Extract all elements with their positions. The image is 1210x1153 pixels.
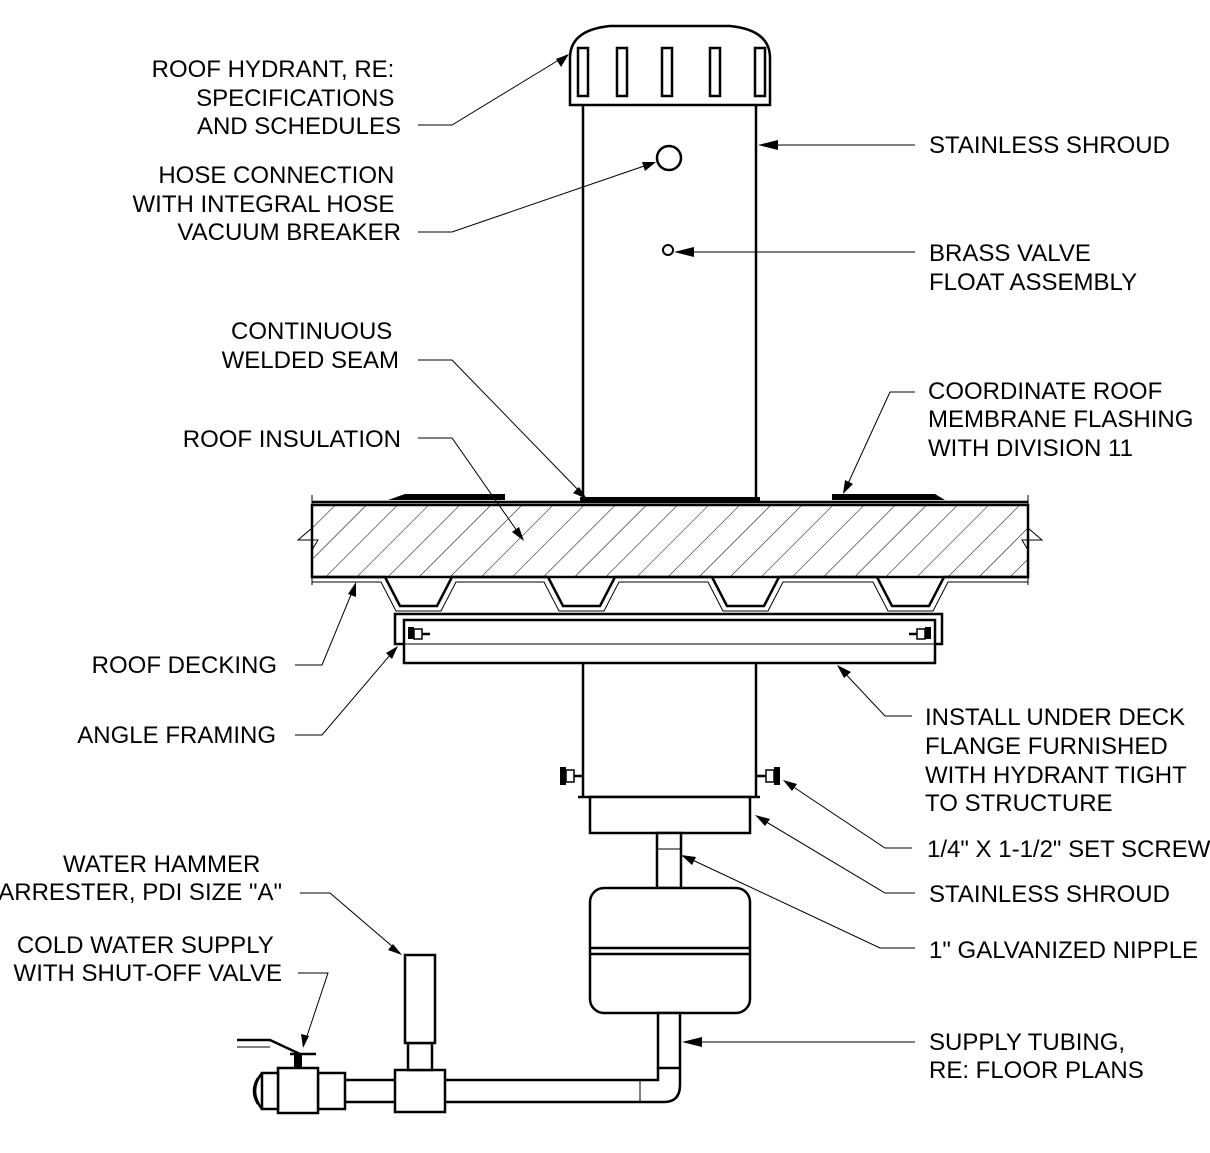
label-supply-tubing: SUPPLY TUBING, RE: FLOOR PLANS [929, 1029, 1144, 1084]
label-set-screw: 1/4" X 1-1/2" SET SCREW [927, 836, 1210, 863]
leader-lines [295, 54, 915, 1048]
label-stainless-shroud-bottom: STAINLESS SHROUD [929, 881, 1170, 908]
label-roof-insulation: ROOF INSULATION [183, 426, 401, 453]
hydrant-lower-body [560, 663, 780, 1015]
shut-off-valve-icon [237, 1038, 347, 1115]
label-roof-hydrant: ROOF HYDRANT, RE: SPECIFICATIONS AND SCH… [152, 56, 401, 140]
label-stainless-shroud-top: STAINLESS SHROUD [929, 132, 1170, 159]
label-roof-decking: ROOF DECKING [92, 652, 277, 679]
brass-valve-icon [662, 244, 674, 256]
supply-piping [237, 953, 682, 1115]
roof-decking [312, 575, 1028, 608]
label-angle-framing: ANGLE FRAMING [77, 722, 276, 749]
hydrant-cap [568, 24, 772, 107]
label-galvanized-nipple: 1" GALVANIZED NIPPLE [929, 937, 1198, 964]
label-hose-connection: HOSE CONNECTION WITH INTEGRAL HOSE VACUU… [133, 162, 401, 246]
label-under-deck-flange: INSTALL UNDER DECK FLANGE FURNISHED WITH… [925, 704, 1193, 817]
roof-insulation-slab [310, 503, 1030, 579]
label-brass-valve: BRASS VALVE FLOAT ASSEMBLY [929, 240, 1137, 296]
under-deck-flange [393, 612, 944, 665]
label-coordinate-roof: COORDINATE ROOF MEMBRANE FLASHING WITH D… [928, 378, 1200, 462]
water-tank [588, 886, 752, 1015]
label-water-hammer: WATER HAMMER ARRESTER, PDI SIZE "A" [0, 851, 282, 906]
label-welded-seam: CONTINUOUS WELDED SEAM [222, 318, 399, 374]
right-labels: STAINLESS SHROUD BRASS VALVE FLOAT ASSEM… [925, 132, 1210, 1084]
roof-assembly [296, 494, 1044, 612]
hose-connection-icon [655, 144, 683, 172]
water-hammer-arrester [403, 953, 437, 1045]
label-cold-water: COLD WATER SUPPLY WITH SHUT-OFF VALVE [14, 932, 282, 987]
roof-hydrant [568, 24, 772, 500]
left-labels: ROOF HYDRANT, RE: SPECIFICATIONS AND SCH… [0, 56, 401, 987]
